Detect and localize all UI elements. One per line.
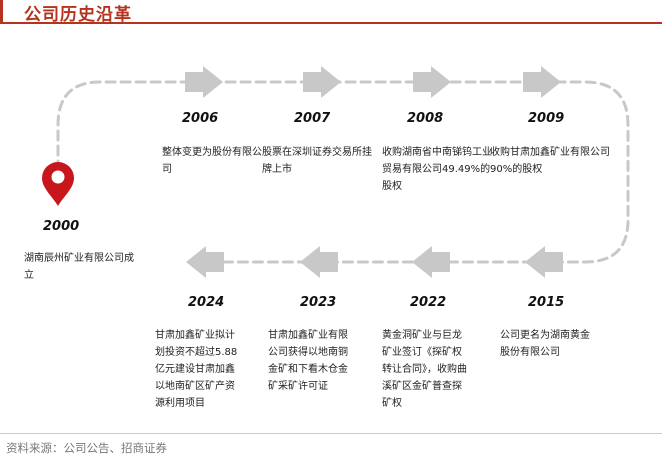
timeline-desc-2007: 股票在深圳证券交易所挂牌上市 [262, 147, 372, 175]
timeline-year-2006: 2006 [182, 111, 219, 126]
timeline-desc-2006: 整体变更为股份有限公司 [162, 147, 262, 175]
arrow-icon [523, 66, 561, 98]
timeline-desc-2023: 甘肃加鑫矿业有限公司获得以地南铜金矿和下看木仓金矿采矿许可证 [268, 330, 348, 392]
timeline-year-2023: 2023 [300, 295, 337, 310]
timeline-path [56, 80, 630, 264]
header-accent-bar [0, 0, 3, 22]
timeline-year-2024: 2024 [188, 295, 225, 310]
header-divider [0, 22, 662, 24]
timeline-desc-2024: 甘肃加鑫矿业拟计划投资不超过5.88亿元建设甘肃加鑫以地南矿区矿产资源利用项目 [155, 330, 238, 409]
timeline-desc-2022: 黄金洞矿业与巨龙矿业签订《探矿权转让合同》，收购曲溪矿区金矿普查探矿权 [382, 330, 467, 409]
map-pin-icon [42, 162, 74, 206]
timeline-year-2009: 2009 [528, 111, 565, 126]
arrow-icon [185, 66, 223, 98]
arrow-icon [525, 246, 563, 278]
timeline-desc-2009: 收购甘肃加鑫矿业有限公司90%的股权 [490, 147, 610, 175]
timeline-desc-2000: 湖南辰州矿业有限公司成立 [24, 253, 134, 281]
arrow-icon [413, 66, 451, 98]
arrow-icon [412, 246, 450, 278]
footer-divider [0, 433, 662, 434]
arrow-icon [300, 246, 338, 278]
timeline-year-2000: 2000 [43, 219, 80, 234]
timeline-year-2007: 2007 [294, 111, 331, 126]
arrow-icon [186, 246, 224, 278]
source-note: 资料来源：公司公告、招商证券 [6, 441, 167, 455]
arrow-icon [303, 66, 341, 98]
timeline-desc-2008: 收购湖南省中南锑钨工业贸易有限公司49.49%的股权 [382, 147, 492, 192]
timeline-year-2022: 2022 [410, 295, 447, 310]
timeline-year-2015: 2015 [528, 295, 565, 310]
page-title: 公司历史沿革 [24, 5, 132, 25]
timeline-desc-2015: 公司更名为湖南黄金股份有限公司 [500, 330, 590, 358]
timeline-year-2008: 2008 [407, 111, 444, 126]
